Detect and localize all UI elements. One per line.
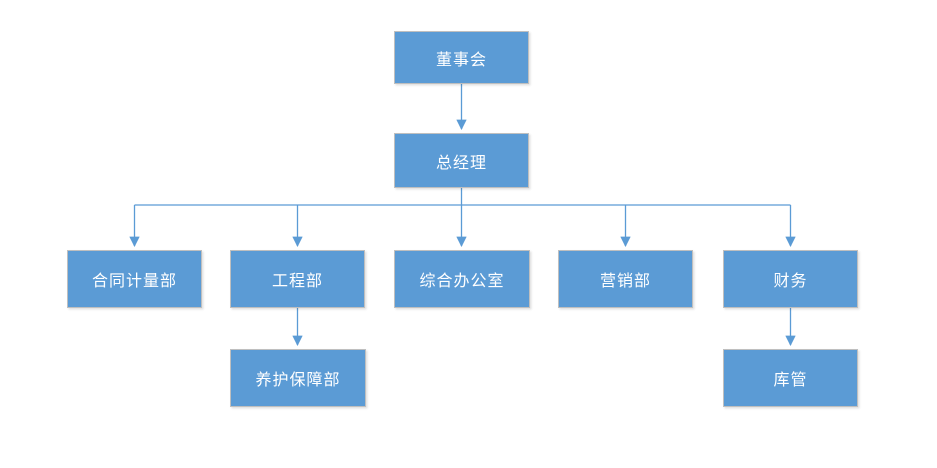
org-node-contract-measurement[interactable]: 合同计量部 <box>67 250 202 308</box>
org-node-maintenance-support[interactable]: 养护保障部 <box>230 349 366 407</box>
org-node-marketing[interactable]: 营销部 <box>558 250 693 308</box>
org-node-finance[interactable]: 财务 <box>723 250 858 308</box>
org-node-engineering[interactable]: 工程部 <box>230 250 365 308</box>
org-node-general-office-label: 综合办公室 <box>419 273 505 290</box>
org-node-marketing-label: 营销部 <box>599 273 651 290</box>
org-node-general-manager-label: 总经理 <box>435 154 487 172</box>
org-node-engineering-label: 工程部 <box>271 273 323 290</box>
org-node-finance-label: 财务 <box>773 273 808 290</box>
org-node-general-office[interactable]: 综合办公室 <box>394 250 530 308</box>
org-node-general-manager[interactable]: 总经理 <box>394 133 529 188</box>
org-node-contract-measurement-label: 合同计量部 <box>91 273 177 290</box>
org-node-board-label: 董事会 <box>435 51 487 69</box>
org-node-warehouse-label: 库管 <box>773 372 808 389</box>
org-node-maintenance-support-label: 养护保障部 <box>255 372 341 389</box>
org-node-warehouse[interactable]: 库管 <box>723 349 858 407</box>
org-node-board[interactable]: 董事会 <box>394 31 529 84</box>
